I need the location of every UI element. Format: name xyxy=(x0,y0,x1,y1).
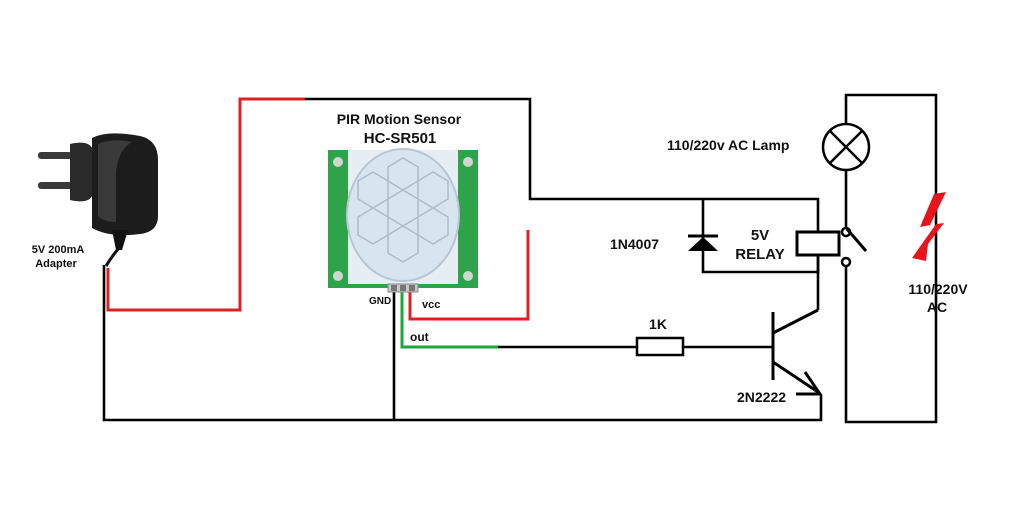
sensor-model: HC-SR501 xyxy=(364,130,437,147)
transistor-emitter xyxy=(772,360,819,394)
adapter-strain-relief xyxy=(112,230,128,250)
adapter-label-line1: 5V 200mA xyxy=(32,244,85,256)
diode-triangle xyxy=(688,237,718,251)
pin-label-out: out xyxy=(410,330,429,344)
wall-adapter xyxy=(38,133,158,267)
adapter-cable xyxy=(104,247,121,267)
relay-label-line2: RELAY xyxy=(735,246,784,263)
ac-label-line2: AC xyxy=(927,299,947,315)
transistor-label: 2N2222 xyxy=(737,389,786,405)
resistor-symbol xyxy=(635,336,685,357)
transistor-emitter-arrow xyxy=(796,371,823,396)
wire-ac-loop xyxy=(844,93,938,424)
wire-sensor-vcc xyxy=(408,230,530,321)
relay-coil xyxy=(795,230,841,257)
wire-adapter-positive xyxy=(106,97,305,312)
relay-switch xyxy=(840,226,868,268)
wire-sensor-out xyxy=(400,290,498,349)
pin-label-gnd: GND xyxy=(369,296,391,307)
pin-label-vcc: vcc xyxy=(422,299,440,311)
sensor-title: PIR Motion Sensor xyxy=(337,111,462,127)
adapter-pin-top xyxy=(38,152,72,159)
pir-mount-hole-tr xyxy=(463,157,473,167)
adapter-body-highlight xyxy=(98,140,132,222)
adapter-plug-neck xyxy=(70,142,92,202)
wire-ground-bus xyxy=(102,265,823,422)
relay-label-line1: 5V xyxy=(751,227,769,244)
transistor-collector xyxy=(772,308,819,335)
relay-contact-bottom xyxy=(840,256,852,268)
resistor-label: 1K xyxy=(649,316,667,332)
pir-pin-out xyxy=(400,285,406,291)
adapter-label-line2: Adapter xyxy=(35,258,77,270)
pir-fresnel-lens xyxy=(346,148,460,282)
lightning-hazard-icon xyxy=(912,192,946,261)
relay-switch-arm xyxy=(845,228,868,252)
pir-pin-vcc xyxy=(409,285,415,291)
wire-top-to-sensor xyxy=(305,97,820,232)
ac-label-line1: 110/220V xyxy=(908,281,968,297)
red-wires xyxy=(106,97,530,321)
pir-mount-hole-tl xyxy=(333,157,343,167)
diode-symbol xyxy=(688,234,718,251)
pir-mount-hole-br xyxy=(463,271,473,281)
lamp-symbol xyxy=(821,122,871,172)
adapter-pin-bottom xyxy=(38,182,72,189)
pir-sensor-module xyxy=(328,148,478,293)
diode-label: 1N4007 xyxy=(610,236,659,252)
lamp-cross-b xyxy=(829,130,863,164)
transistor-symbol xyxy=(771,308,823,396)
pir-mount-hole-bl xyxy=(333,271,343,281)
pir-lens-facets xyxy=(357,157,449,263)
pir-pin-gnd xyxy=(391,285,397,291)
lamp-label: 110/220v AC Lamp xyxy=(667,137,789,153)
black-wires xyxy=(102,93,938,424)
